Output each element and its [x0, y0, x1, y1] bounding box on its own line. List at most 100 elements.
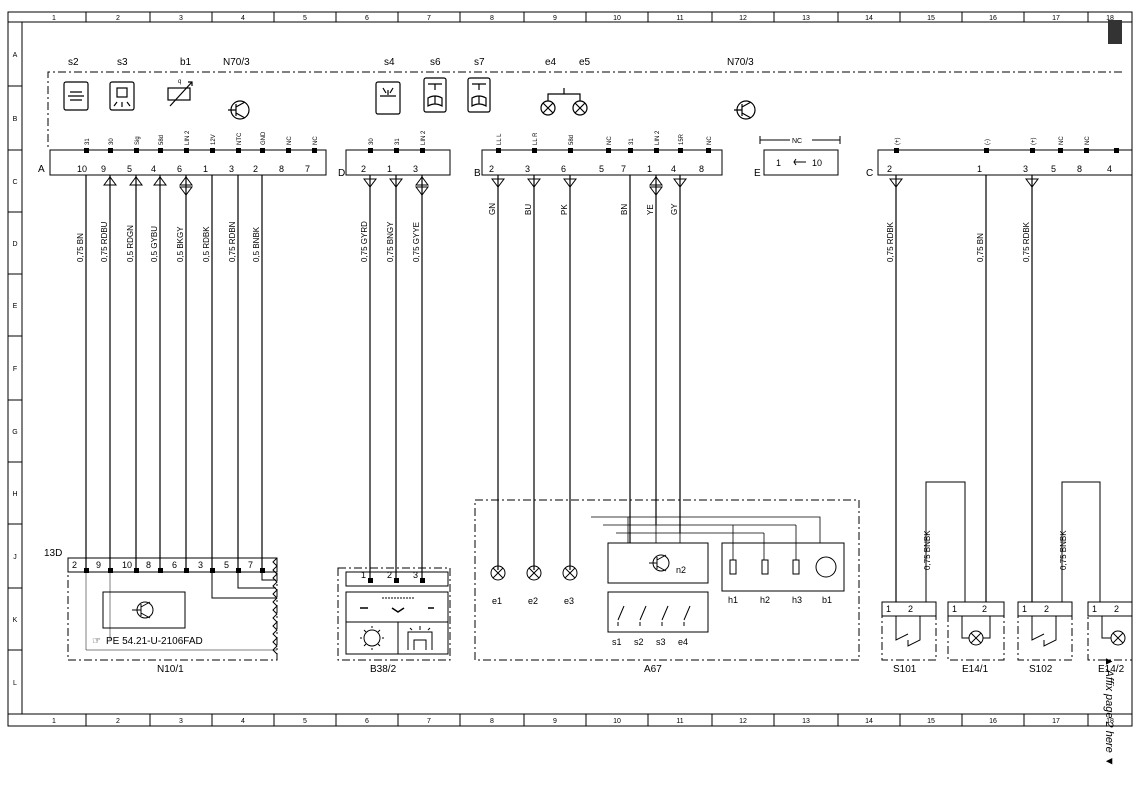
col-label-bottom: 4 — [241, 718, 245, 725]
label-n70-left: N70/3 — [223, 57, 250, 68]
row-label: F — [13, 366, 17, 373]
switch-label: e4 — [678, 637, 688, 647]
row-label: B — [13, 116, 18, 123]
wire-label: GN — [488, 203, 497, 215]
pin-number: 2 — [887, 164, 892, 174]
sheet-frame — [7, 11, 1133, 727]
pin-terminal — [394, 148, 399, 153]
pin-number: 5 — [599, 164, 604, 174]
lamp-label: e3 — [564, 596, 574, 606]
right-components — [881, 481, 1133, 661]
pin-signal: 58d — [569, 135, 575, 145]
n70-icons — [63, 77, 756, 120]
n10-connector-label: 13D — [44, 548, 62, 559]
pin-signal: 31 — [395, 138, 401, 145]
pin-number: 2 — [908, 604, 913, 614]
pin-signal: NTC — [237, 132, 243, 145]
connector-letter: E — [754, 168, 761, 179]
row-label: A — [13, 52, 18, 59]
pin-terminal — [210, 148, 215, 153]
pin-signal: LL R — [533, 132, 539, 145]
pin-terminal — [368, 148, 373, 153]
switch-s2-icon — [63, 81, 89, 111]
col-label-top: 7 — [427, 15, 431, 22]
switch-s6-icon — [423, 77, 447, 113]
pin-signal: LIN 2 — [655, 130, 661, 145]
pin-terminal — [568, 148, 573, 153]
col-label-top: 12 — [739, 15, 747, 22]
connector-letter: A — [38, 164, 45, 175]
pin-signal: 30 — [109, 138, 115, 145]
pin-terminal — [84, 148, 89, 153]
pin-number: 2 — [1114, 604, 1119, 614]
heater-label: h1 — [728, 595, 738, 605]
label-b1: b1 — [180, 57, 192, 68]
pin-number: 1 — [387, 164, 392, 174]
pin-signal: 31 — [629, 138, 635, 145]
nc-bracket — [759, 136, 841, 144]
label-q: q — [178, 79, 181, 85]
n70-boundary — [47, 71, 1122, 150]
pin-number: 1 — [952, 604, 957, 614]
s101-wire-label: 0,75 BNBK — [923, 530, 932, 570]
affix-note-text: ▲ Affix page 2 here ▼ — [1103, 656, 1115, 767]
row-label: G — [12, 429, 17, 436]
n10-ref: PE 54.21-U-2106FAD — [106, 636, 203, 647]
pin-terminal — [368, 578, 373, 583]
pin-number: 3 — [229, 164, 234, 174]
pin-number: 3 — [525, 164, 530, 174]
pin-number: 5 — [127, 164, 132, 174]
n10-name: N10/1 — [157, 664, 184, 675]
pin-number: 4 — [671, 164, 676, 174]
pin-number: 1 — [886, 604, 891, 614]
col-label-top: 6 — [365, 15, 369, 22]
col-label-top: 3 — [179, 15, 183, 22]
row-label: H — [12, 491, 17, 498]
col-label-top: 10 — [613, 15, 621, 22]
switch-s3-icon — [109, 81, 135, 111]
col-label-bottom: 7 — [427, 718, 431, 725]
col-label-top: 16 — [989, 15, 997, 22]
col-label-top: 2 — [116, 15, 120, 22]
pin-number: 6 — [172, 560, 177, 570]
pin-number: 8 — [699, 164, 704, 174]
pin-terminal — [1114, 148, 1119, 153]
pin-signal: GND — [261, 131, 267, 145]
e14-1-name: E14/1 — [962, 664, 989, 675]
pin-number: 7 — [248, 560, 253, 570]
pin-terminal — [1084, 148, 1089, 153]
pin-terminal — [654, 148, 659, 153]
col-label-bottom: 8 — [490, 718, 494, 725]
pin-signal: LIN 2 — [185, 130, 191, 145]
n10-ref-icon: ☞ — [92, 636, 101, 647]
col-label-bottom: 17 — [1052, 718, 1060, 725]
pin-terminal — [1030, 148, 1035, 153]
pin-signal: LL L — [497, 133, 503, 145]
pin-terminal — [260, 148, 265, 153]
wire-label: BN — [620, 204, 629, 215]
pin-terminal — [1058, 148, 1063, 153]
lamp-e4-icon — [540, 100, 556, 116]
n70-labels: s2 s3 b1 N70/3 s4 s6 s7 e4 e5 N70/3 q — [68, 57, 754, 85]
wire-label: PK — [560, 204, 569, 215]
col-label-bottom: 15 — [927, 718, 935, 725]
pin-number: 3 — [1023, 164, 1028, 174]
label-e4: e4 — [545, 57, 557, 68]
pin-number: 2 — [387, 570, 392, 580]
col-label-bottom: 5 — [303, 718, 307, 725]
label-s3: s3 — [117, 57, 128, 68]
clip-icon — [1108, 20, 1122, 44]
pin-number: 1 — [776, 158, 781, 168]
wire-label: 0,5 BNBK — [252, 226, 261, 262]
wire-label: 0,75 BN — [976, 233, 985, 262]
connector-box — [763, 149, 839, 176]
pin-signal: NC — [313, 136, 319, 145]
pin-signal: (+) — [1031, 137, 1037, 145]
